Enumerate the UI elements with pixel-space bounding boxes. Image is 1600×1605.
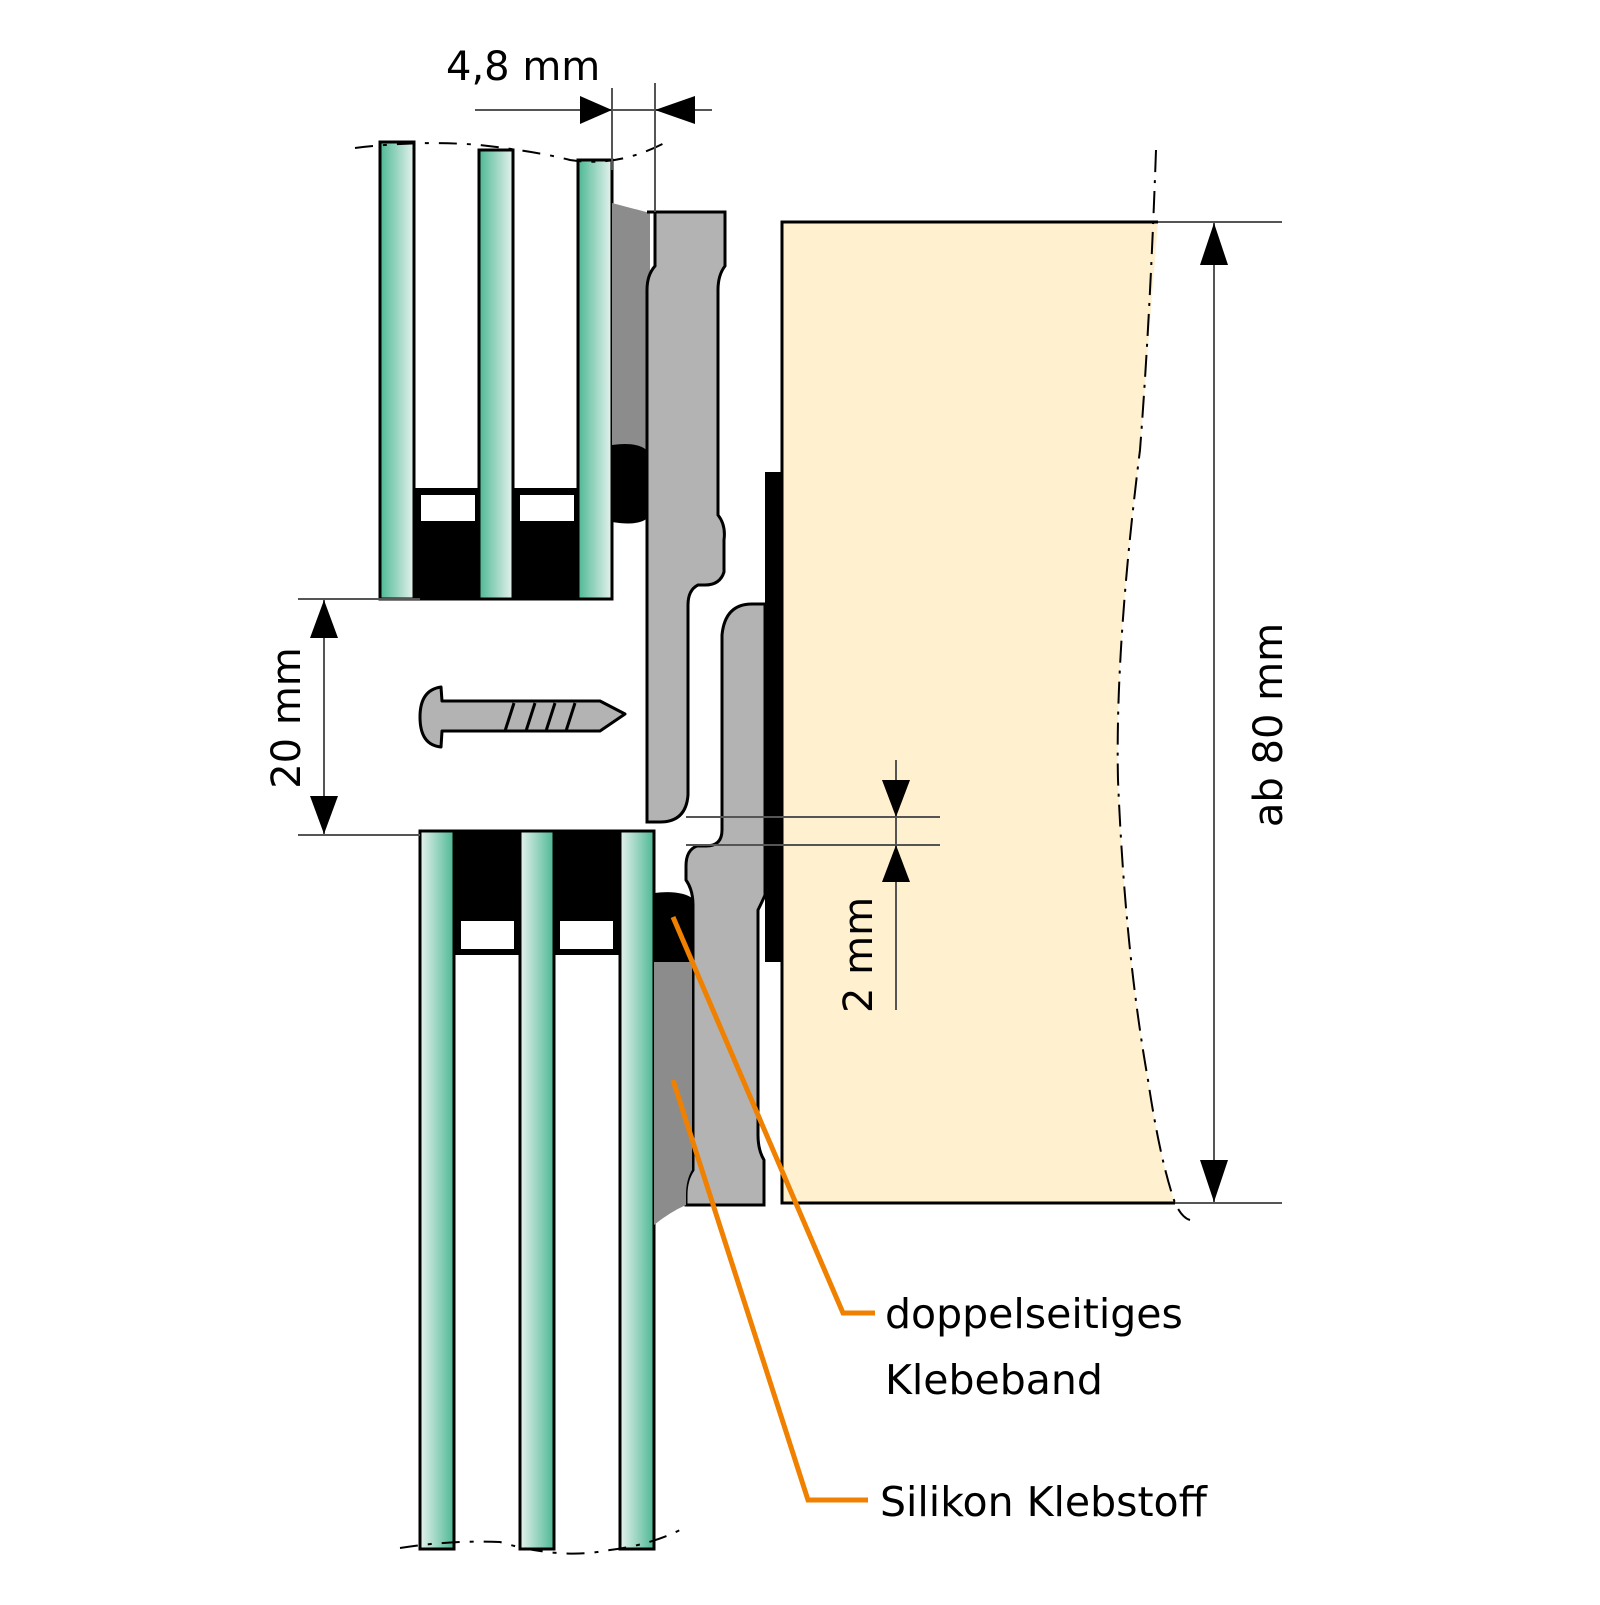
arrowhead [655, 96, 695, 124]
spacer-hole [558, 919, 615, 951]
dimension-label-wood-height: ab 80 mm [1246, 623, 1292, 827]
callout-silicone-label: Silikon Klebstoff [880, 1478, 1209, 1526]
glass-pane [518, 829, 556, 1551]
lower-clip [684, 602, 767, 1207]
arrowhead [882, 780, 910, 817]
callout-tape-line2: Klebeband [885, 1356, 1103, 1404]
upper-glass-unit [354, 139, 671, 601]
arrowhead [310, 600, 338, 638]
arrowhead [1200, 1160, 1228, 1202]
arrowhead [882, 845, 910, 882]
dimension-label-pane-gap: 20 mm [264, 647, 310, 789]
callout-tape-line1: doppelseitiges [885, 1290, 1183, 1338]
dimension-label-clip-gap: 4,8 mm [446, 44, 600, 90]
callout-tape: doppelseitiges Klebeband [670, 916, 1183, 1404]
silicone-adhesive [654, 962, 692, 1225]
wood-break-line [1116, 149, 1191, 1221]
spacer-hole [518, 493, 576, 523]
leader-line [670, 1079, 868, 1503]
wood-section [782, 222, 1175, 1203]
spacer-hole [419, 493, 477, 523]
wood-beam [780, 149, 1191, 1221]
leader-line [670, 916, 875, 1316]
glass-pane [618, 829, 656, 1551]
double-sided-tape [765, 472, 781, 962]
dimension-clearance: 2 mm [686, 760, 940, 1013]
dimension-label-clearance: 2 mm [836, 897, 882, 1013]
arrowhead [1200, 223, 1228, 265]
arrowhead [310, 796, 338, 834]
dimension-clip-gap: 4,8 mm [446, 44, 712, 212]
glass-pane [477, 148, 515, 601]
wood-outline [780, 220, 1175, 1205]
upper-clip [645, 210, 727, 824]
glass-pane [378, 140, 416, 601]
dimension-wood-height: ab 80 mm [1158, 221, 1292, 1204]
callout-silicone: Silikon Klebstoff [670, 1079, 1209, 1526]
dimension-pane-gap: 20 mm [264, 598, 420, 836]
spacer-hole [459, 919, 516, 951]
glass-pane [418, 829, 456, 1551]
arrowhead [580, 96, 612, 124]
glazing-bead [612, 444, 652, 524]
glass-break-line [354, 139, 671, 163]
glass-break-line [399, 1529, 681, 1555]
lower-glass-unit [399, 829, 693, 1555]
nail-icon [418, 685, 627, 749]
glass-pane [576, 158, 614, 601]
silicone-adhesive [612, 203, 650, 450]
